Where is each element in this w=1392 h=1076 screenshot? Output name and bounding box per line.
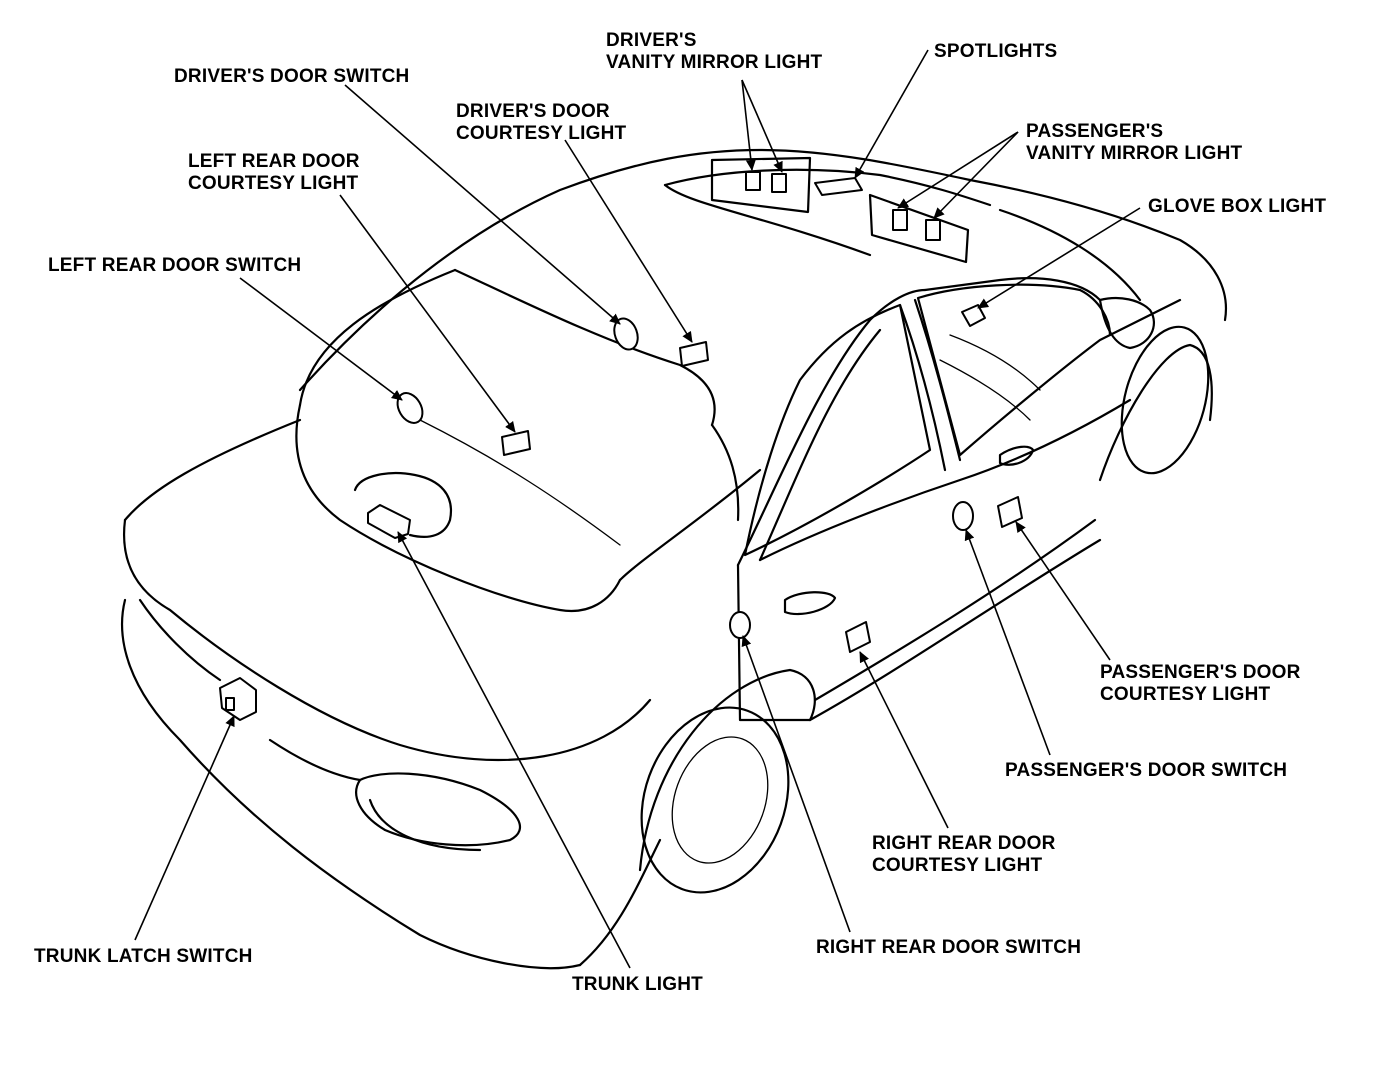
right-rear-door-courtesy-light-part xyxy=(845,621,871,653)
passengers-door-courtesy-light-part xyxy=(997,496,1023,528)
leader-spotlights xyxy=(854,49,929,179)
label-line: VANITY MIRROR LIGHT xyxy=(1026,143,1243,164)
label-left-rear-door-courtesy-light: LEFT REAR DOOR COURTESY LIGHT xyxy=(188,151,360,195)
label-line: VANITY MIRROR LIGHT xyxy=(606,52,823,73)
label-line: PASSENGER'S DOOR SWITCH xyxy=(1005,760,1288,781)
label-passengers-door-switch: PASSENGER'S DOOR SWITCH xyxy=(1005,760,1287,782)
drivers-door-courtesy-light-part xyxy=(679,341,709,367)
label-line: LEFT REAR DOOR SWITCH xyxy=(48,255,302,276)
label-line: TRUNK LIGHT xyxy=(572,974,703,995)
right-rear-door-switch-part xyxy=(729,611,751,639)
label-spotlights: SPOTLIGHTS xyxy=(934,41,1057,63)
leader-drivers-vanity-mirror-light-a xyxy=(741,79,756,171)
label-line: COURTESY LIGHT xyxy=(188,173,359,194)
leader-right-rear-door-courtesy-light xyxy=(859,651,949,829)
leader-passengers-door-switch xyxy=(964,529,1051,756)
label-trunk-light: TRUNK LIGHT xyxy=(572,974,703,996)
drivers-door-switch-part xyxy=(613,317,639,351)
label-passengers-vanity-mirror-light: PASSENGER'S VANITY MIRROR LIGHT xyxy=(1026,121,1242,165)
label-drivers-door-courtesy-light: DRIVER'S DOOR COURTESY LIGHT xyxy=(456,101,626,145)
label-right-rear-door-courtesy-light: RIGHT REAR DOOR COURTESY LIGHT xyxy=(872,833,1056,877)
label-drivers-door-switch: DRIVER'S DOOR SWITCH xyxy=(174,66,409,88)
leader-lines xyxy=(134,49,1141,969)
leader-trunk-latch-switch xyxy=(134,715,235,941)
leader-glove-box-light xyxy=(977,207,1141,309)
label-line: GLOVE BOX LIGHT xyxy=(1148,196,1327,217)
passengers-door-switch-part xyxy=(952,501,974,531)
label-glove-box-light: GLOVE BOX LIGHT xyxy=(1148,196,1326,218)
label-line: DRIVER'S xyxy=(606,30,697,51)
label-line: RIGHT REAR DOOR xyxy=(872,833,1056,854)
leader-trunk-light xyxy=(397,531,631,969)
label-line: RIGHT REAR DOOR SWITCH xyxy=(816,937,1082,958)
leader-drivers-door-courtesy-light xyxy=(564,139,693,343)
label-line: LEFT REAR DOOR xyxy=(188,151,360,172)
spotlights-part xyxy=(814,177,863,196)
left-rear-door-courtesy-light-part xyxy=(501,430,531,456)
label-left-rear-door-switch: LEFT REAR DOOR SWITCH xyxy=(48,255,301,277)
leader-drivers-vanity-mirror-light-b xyxy=(741,79,783,173)
label-trunk-latch-switch: TRUNK LATCH SWITCH xyxy=(34,946,253,968)
glove-box-light-part xyxy=(961,304,986,327)
label-drivers-vanity-mirror-light: DRIVER'S VANITY MIRROR LIGHT xyxy=(606,30,822,74)
leader-passengers-vanity-mirror-light-b xyxy=(933,131,1019,219)
label-line: PASSENGER'S xyxy=(1026,121,1164,142)
label-line: COURTESY LIGHT xyxy=(872,855,1043,876)
label-line: DRIVER'S DOOR SWITCH xyxy=(174,66,410,87)
leader-passengers-vanity-mirror-light-a xyxy=(897,131,1019,209)
label-passengers-door-courtesy-light: PASSENGER'S DOOR COURTESY LIGHT xyxy=(1100,662,1301,706)
car-outline xyxy=(121,148,1227,970)
label-right-rear-door-switch: RIGHT REAR DOOR SWITCH xyxy=(816,937,1081,959)
label-line: SPOTLIGHTS xyxy=(934,41,1058,62)
leader-right-rear-door-switch xyxy=(741,635,851,933)
leader-passengers-door-courtesy-light xyxy=(1015,521,1111,661)
leader-left-rear-door-switch xyxy=(239,277,403,401)
label-line: PASSENGER'S DOOR xyxy=(1100,662,1301,683)
trunk-light-part xyxy=(367,504,411,539)
label-line: COURTESY LIGHT xyxy=(1100,684,1271,705)
leader-drivers-door-switch xyxy=(344,84,621,325)
drivers-vanity-mirror-light-part xyxy=(745,171,787,193)
passengers-vanity-mirror-light-part xyxy=(892,209,941,241)
label-line: TRUNK LATCH SWITCH xyxy=(34,946,253,967)
leader-left-rear-door-courtesy-light xyxy=(339,194,516,433)
trunk-latch-switch-part xyxy=(219,677,257,721)
label-line: COURTESY LIGHT xyxy=(456,123,627,144)
label-line: DRIVER'S DOOR xyxy=(456,101,610,122)
